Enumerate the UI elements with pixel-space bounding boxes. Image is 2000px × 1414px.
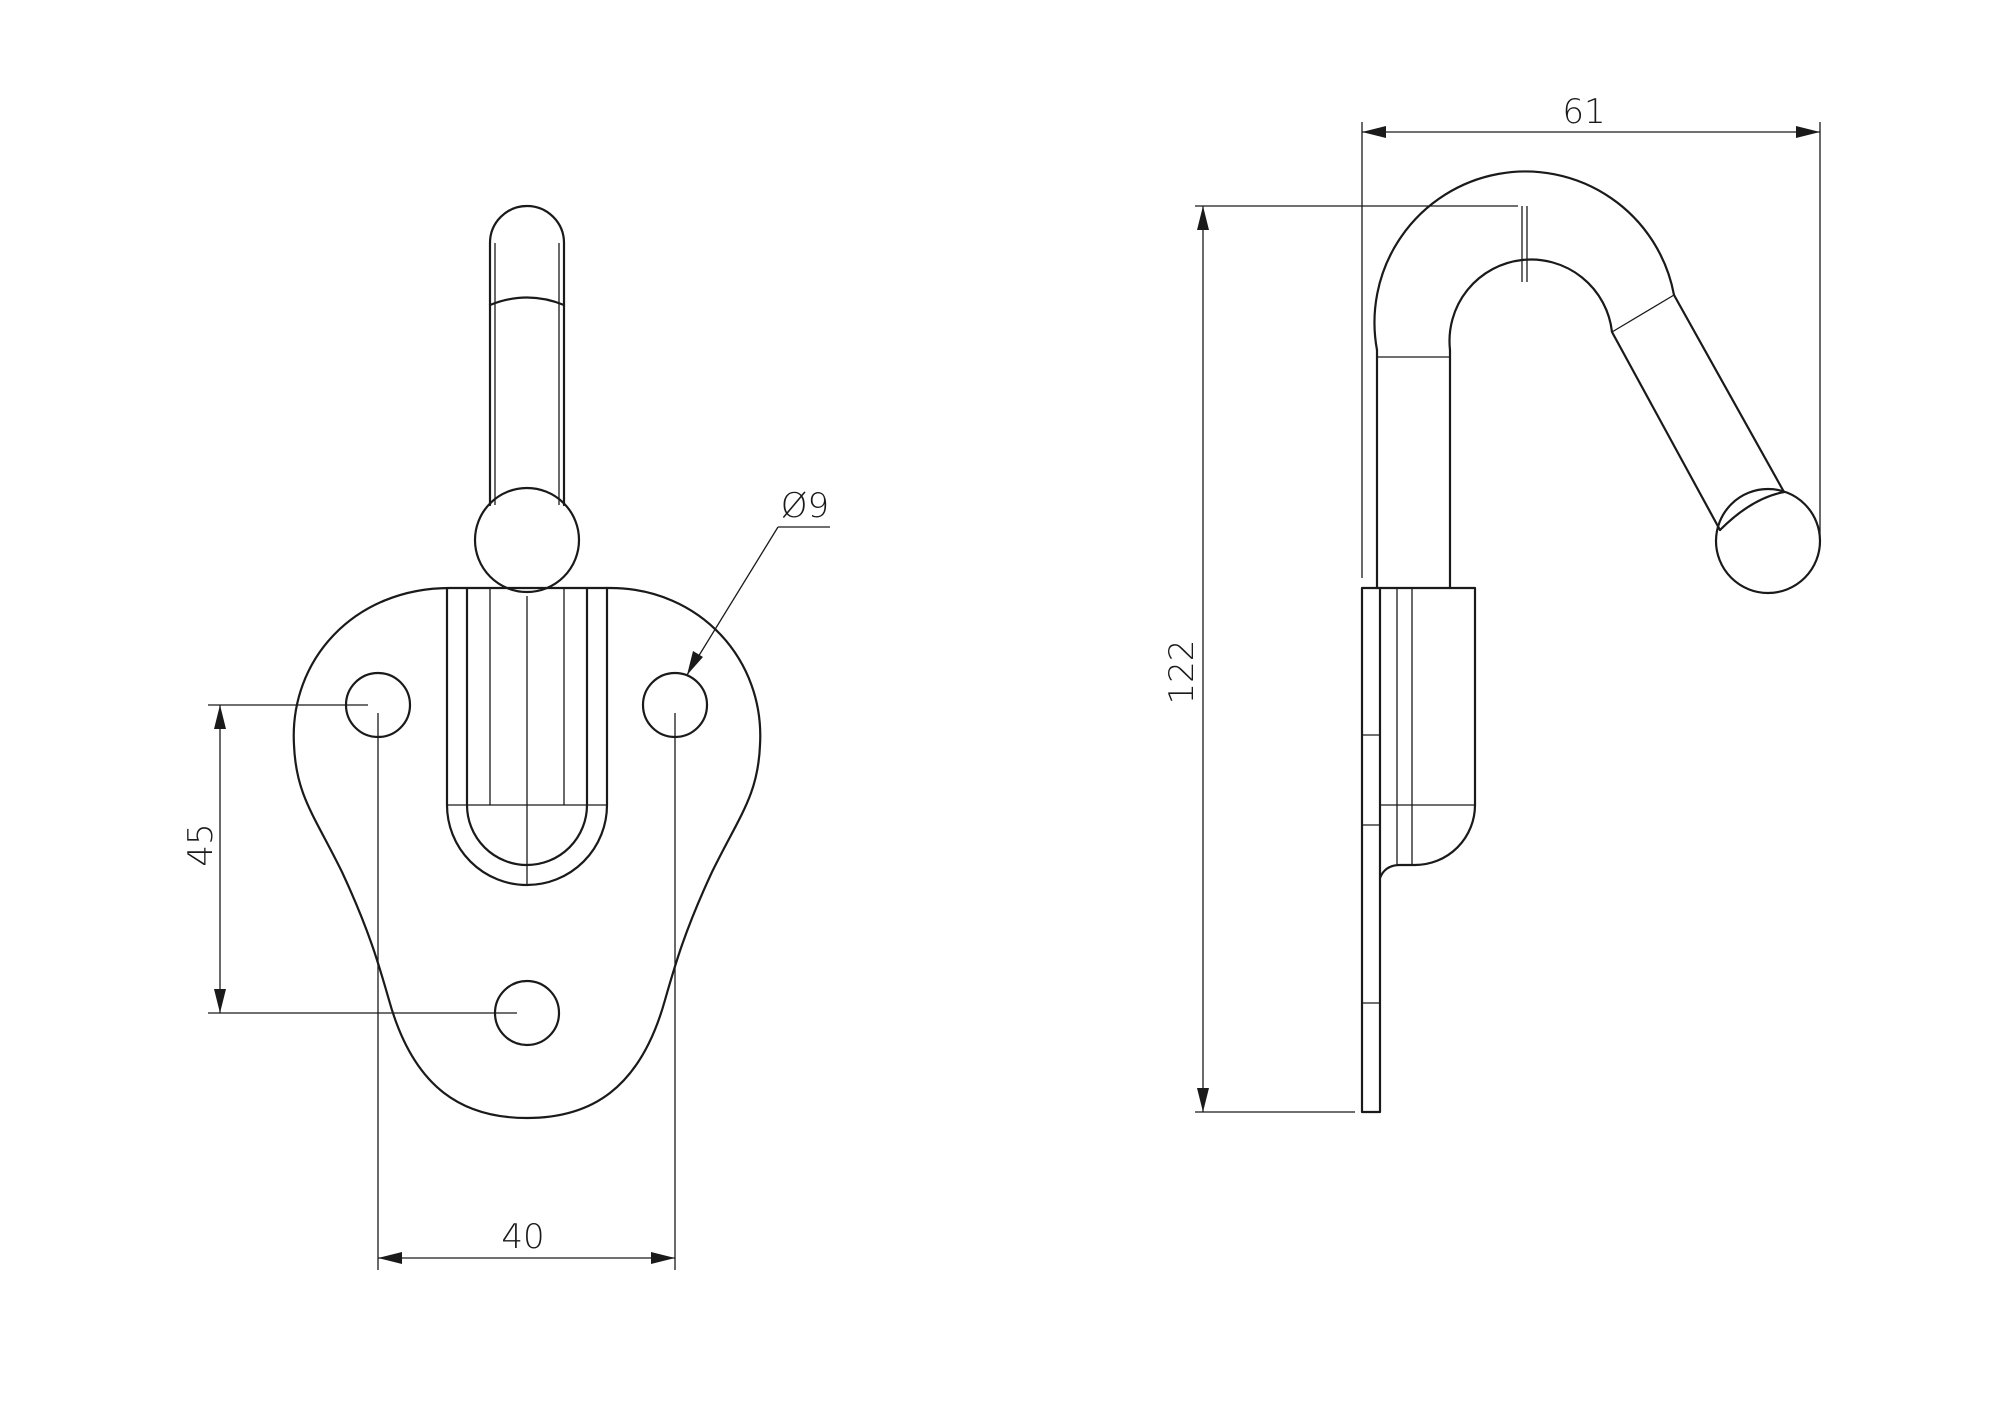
dim-label-diameter: Ø9	[781, 486, 829, 526]
side-hook-shank	[1373, 170, 1786, 590]
front-view	[292, 204, 762, 1120]
dim-label-61: 61	[1562, 92, 1605, 132]
side-base-plate	[1360, 586, 1382, 1114]
side-hook-shank-inner	[1448, 258, 1722, 590]
dim-label-40: 40	[501, 1217, 544, 1257]
leader-diameter	[686, 526, 779, 676]
front-hook-tip-band	[488, 296, 566, 307]
front-hook-ball	[473, 486, 581, 594]
front-hook-shank	[488, 204, 566, 507]
front-base-plate	[292, 586, 762, 1120]
front-dimensions: 40 45 Ø9	[181, 486, 830, 1270]
dim-label-122: 122	[1162, 640, 1202, 705]
side-body-block	[1378, 586, 1477, 880]
side-dimensions: 61 122	[1162, 92, 1821, 1113]
side-view	[1360, 170, 1822, 1114]
dim-label-45: 45	[181, 823, 221, 866]
side-hook-ball	[1714, 487, 1822, 595]
